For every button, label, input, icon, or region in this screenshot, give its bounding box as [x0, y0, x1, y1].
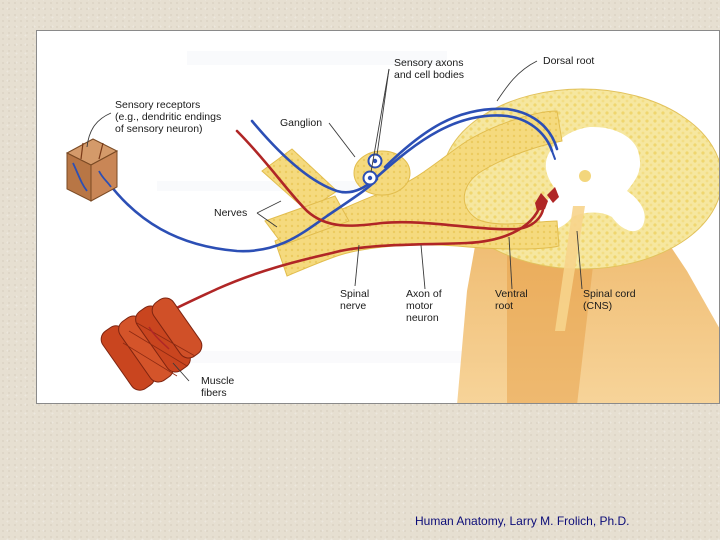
label-muscle-fibers: Muscle fibers — [201, 375, 234, 399]
sensory-receptor-block — [67, 139, 117, 201]
label-ganglion-text: Ganglion — [280, 117, 322, 129]
label-sensory-receptors-line1: Sensory receptors — [115, 99, 221, 111]
label-muscle-line1: Muscle — [201, 375, 234, 387]
label-spinal-cord-line1: Spinal cord — [583, 288, 636, 300]
label-dorsal-root-text: Dorsal root — [543, 55, 594, 67]
label-ventral-root-line1: Ventral — [495, 288, 528, 300]
spinal-reflex-illustration — [37, 31, 720, 404]
muscle-fiber-bundle — [97, 294, 205, 394]
diagram-figure: Sensory axons and cell bodies Dorsal roo… — [36, 30, 720, 404]
label-ganglion: Ganglion — [280, 117, 322, 129]
label-ventral-root-line2: root — [495, 300, 528, 312]
label-sensory-receptors-line2: (e.g., dendritic endings — [115, 111, 221, 123]
label-axon-motor-line1: Axon of — [406, 288, 442, 300]
label-nerves-text: Nerves — [214, 207, 247, 219]
footer-credit: Human Anatomy, Larry M. Frolich, Ph.D. — [415, 514, 630, 528]
label-spinal-nerve-line2: nerve — [340, 300, 369, 312]
label-sensory-axons-line1: Sensory axons — [394, 57, 464, 69]
label-ventral-root: Ventral root — [495, 288, 528, 312]
label-axon-motor-line2: motor — [406, 300, 442, 312]
label-sensory-axons-line2: and cell bodies — [394, 69, 464, 81]
label-spinal-nerve: Spinal nerve — [340, 288, 369, 312]
label-spinal-cord-line2: (CNS) — [583, 300, 636, 312]
label-sensory-receptors: Sensory receptors (e.g., dendritic endin… — [115, 99, 221, 135]
label-axon-motor-neuron: Axon of motor neuron — [406, 288, 442, 324]
label-sensory-axons: Sensory axons and cell bodies — [394, 57, 464, 81]
label-spinal-cord: Spinal cord (CNS) — [583, 288, 636, 312]
label-dorsal-root: Dorsal root — [543, 55, 594, 67]
label-nerves: Nerves — [214, 207, 247, 219]
label-sensory-receptors-line3: of sensory neuron) — [115, 123, 221, 135]
label-axon-motor-line3: neuron — [406, 312, 442, 324]
label-spinal-nerve-line1: Spinal — [340, 288, 369, 300]
central-canal — [579, 170, 591, 182]
label-muscle-line2: fibers — [201, 387, 234, 399]
